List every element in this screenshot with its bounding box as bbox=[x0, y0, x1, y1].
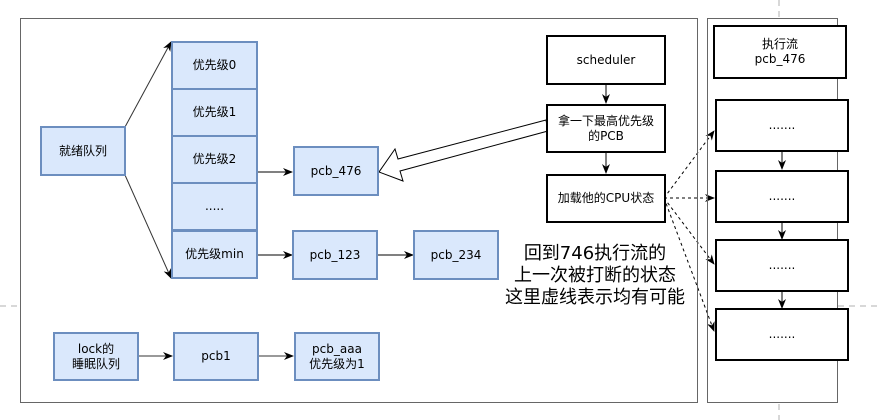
load-cpu-state-box: 加载他的CPU状态 bbox=[546, 174, 666, 223]
priority-level-0: 优先级0 bbox=[171, 41, 258, 90]
priority-level-ellipsis: ..... bbox=[171, 182, 258, 231]
pcb-123-box: pcb_123 bbox=[292, 230, 378, 280]
exec-flow-step-3: ....... bbox=[715, 239, 849, 292]
exec-flow-step-1: ....... bbox=[715, 99, 849, 152]
exec-flow-title-box: 执行流 pcb_476 bbox=[713, 25, 847, 79]
resume-note: 回到746执行流的 上一次被打断的状态 这里虚线表示均有可能 bbox=[505, 243, 685, 308]
lock-sleep-queue-box: lock的 睡眠队列 bbox=[53, 332, 139, 381]
pcb-476-box: pcb_476 bbox=[293, 146, 379, 196]
arrow-ready-to-levelmin bbox=[124, 174, 172, 279]
kernel-frame bbox=[20, 18, 698, 403]
dashed-resume-arrows bbox=[663, 130, 715, 332]
priority-level-1: 优先级1 bbox=[171, 88, 258, 137]
pcb-aaa-box: pcb_aaa 优先级为1 bbox=[294, 332, 380, 381]
pcb-234-box: pcb_234 bbox=[413, 230, 499, 280]
exec-flow-step-4: ....... bbox=[715, 308, 849, 361]
arrow-ready-to-level0 bbox=[124, 41, 172, 128]
hollow-arrow-pick-to-pcb476 bbox=[378, 119, 549, 182]
priority-level-min: 优先级min bbox=[171, 230, 258, 279]
scheduler-box: scheduler bbox=[546, 35, 666, 85]
ready-queue-box: 就绪队列 bbox=[40, 126, 126, 176]
pick-highest-priority-pcb-box: 拿一下最高优先级 的PCB bbox=[546, 104, 666, 153]
ready-queue-label: 就绪队列 bbox=[58, 143, 107, 158]
exec-flow-step-2: ....... bbox=[715, 170, 849, 223]
pcb1-box: pcb1 bbox=[173, 332, 259, 381]
priority-level-2: 优先级2 bbox=[171, 135, 258, 184]
